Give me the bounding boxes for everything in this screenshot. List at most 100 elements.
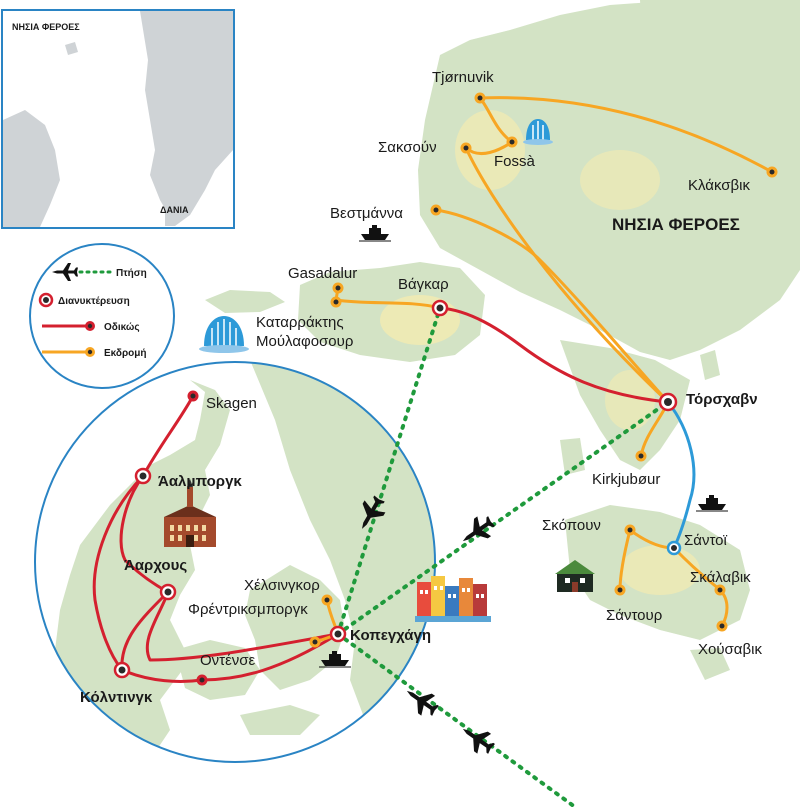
plane-icons [362, 495, 496, 754]
waterfall-icon [199, 316, 249, 353]
label-waterfall-line2: Μούλαφοσουρ [256, 333, 353, 350]
exc-vestmanna-torshavn [434, 208, 670, 404]
legend: Πτήση Διανυκτέρευση Οδικώς Εκδρομή [29, 243, 175, 389]
label-saksun: Σακσούν [378, 139, 437, 156]
label-tjornuvik: Tjørnuvik [432, 69, 494, 86]
inset-map: ΝΗΣΙΑ ΦΕΡΟΕΣ ΔΑΝΙΑ [1, 9, 235, 229]
boat-icon [319, 651, 351, 668]
road-kolding-odense [120, 668, 204, 683]
road-vagar-torshavn [438, 306, 670, 404]
nyhavn-houses-icon [415, 576, 491, 622]
exc-tjornuvik-klaksvik [478, 96, 774, 174]
zealand [245, 565, 345, 690]
denmark-land [35, 362, 435, 762]
road-aalborg-aarhus [119, 474, 170, 594]
road-skagen-aalborg [141, 394, 195, 478]
flight-copenhagen-vagar [336, 306, 442, 636]
legend-plane-icon [52, 263, 78, 281]
boat-icon [696, 495, 728, 512]
legend-road-label: Οδικώς [104, 322, 140, 333]
plane-icon [406, 690, 440, 716]
label-frederiksborg: Φρέντρικσμποργκ [188, 601, 308, 618]
island-kalsoy [640, 0, 680, 115]
road-aalborg-kolding [92, 474, 145, 672]
place-labels: Tjørnuvik Σακσούν Fossà Κλάκσβικ ΝΗΣΙΑ Φ… [80, 69, 762, 706]
highland-streymoy [455, 110, 525, 190]
waterfall-icon [523, 119, 553, 145]
plane-icon [462, 516, 496, 542]
legend-flight: Πτήση [52, 263, 147, 281]
legend-circle [29, 243, 175, 389]
label-fossa: Fossà [494, 153, 536, 170]
island-skuvoy [690, 648, 730, 680]
overnight-aarhus [159, 583, 177, 601]
legend-excursion-label: Εκδρομή [104, 348, 147, 359]
plane-icon [362, 495, 386, 529]
highland-south-streymoy [605, 370, 655, 430]
funen [175, 640, 260, 700]
label-kirkjubour: Kirkjubøur [592, 471, 660, 488]
label-husavik: Χούσαβικ [698, 641, 762, 658]
label-vestmanna: Βεστμάννα [330, 205, 403, 222]
turf-house-icon [555, 560, 595, 592]
label-helsingor: Χέλσινγκορ [244, 577, 320, 594]
label-sandur: Σάντουρ [606, 607, 662, 624]
lolland [240, 705, 320, 735]
label-waterfall-line1: Καταρράκτης [256, 314, 344, 331]
boat-icon [359, 225, 391, 242]
flight-copenhagen-south [336, 632, 577, 807]
overnight-markers [113, 299, 678, 679]
stop-sandoy-port [666, 540, 682, 556]
legend-road: Οδικώς [42, 321, 140, 333]
flight-copenhagen-torshavn [336, 400, 670, 636]
faroe-highlights [380, 110, 700, 595]
island-nolsoy [700, 350, 720, 380]
denmark-circle-border [34, 361, 436, 763]
legend-excursion: Εκδρομή [42, 347, 147, 359]
city-hall-icon [164, 479, 216, 547]
label-skalavik: Σκάλαβικ [690, 569, 751, 586]
island-hestur [560, 438, 585, 475]
legend-overnight: Διανυκτέρευση [38, 292, 130, 308]
plane-icon [462, 728, 496, 754]
label-klaksvik: Κλάκσβικ [688, 177, 750, 194]
inset-jutland [165, 185, 185, 226]
overnight-kolding [113, 661, 131, 679]
road-aarhus-copenhagen [145, 590, 340, 662]
label-gasadalur: Gasadalur [288, 265, 357, 282]
label-torshavn: Τόρσχαβν [686, 391, 758, 408]
inset-title: ΝΗΣΙΑ ΦΕΡΟΕΣ [12, 22, 80, 32]
island-mykines [205, 290, 285, 313]
label-aarhus: Άαρχους [124, 557, 187, 574]
flight-paths [336, 306, 670, 807]
region-label: ΝΗΣΙΑ ΦΕΡΟΕΣ [612, 215, 740, 234]
inset-britain [3, 110, 60, 227]
label-aalborg: Άαλμποργκ [158, 473, 242, 490]
overnight-aalborg [134, 467, 152, 485]
inset-faroe [65, 42, 78, 55]
label-vagar: Βάγκαρ [398, 276, 449, 293]
overnight-torshavn [658, 392, 678, 412]
road-aarhus-kolding [120, 590, 170, 672]
legend-flight-label: Πτήση [116, 268, 147, 279]
stop-dots [187, 92, 778, 686]
overnight-vagar [431, 299, 449, 317]
inset-scandinavia [140, 11, 233, 226]
overnight-copenhagen [329, 625, 347, 643]
label-skopun: Σκόπουν [542, 517, 601, 534]
inset-denmark: ΔΑΝΙΑ [160, 205, 189, 215]
label-copenhagen: Κοπεγχάγη [350, 627, 431, 644]
label-odense: Οντένσε [200, 652, 256, 669]
exc-gasadalur-vagar [334, 298, 442, 310]
highland-eysturoy [580, 150, 660, 210]
label-skagen: Skagen [206, 395, 257, 412]
label-kolding: Κόλντινγκ [80, 689, 153, 706]
ferry-torshavn-sandoy [666, 401, 696, 549]
legend-overnight-label: Διανυκτέρευση [58, 296, 130, 307]
boat-icons [319, 225, 728, 668]
highland-sandoy [620, 545, 700, 595]
label-sandoy: Σάντοϊ [684, 532, 727, 549]
